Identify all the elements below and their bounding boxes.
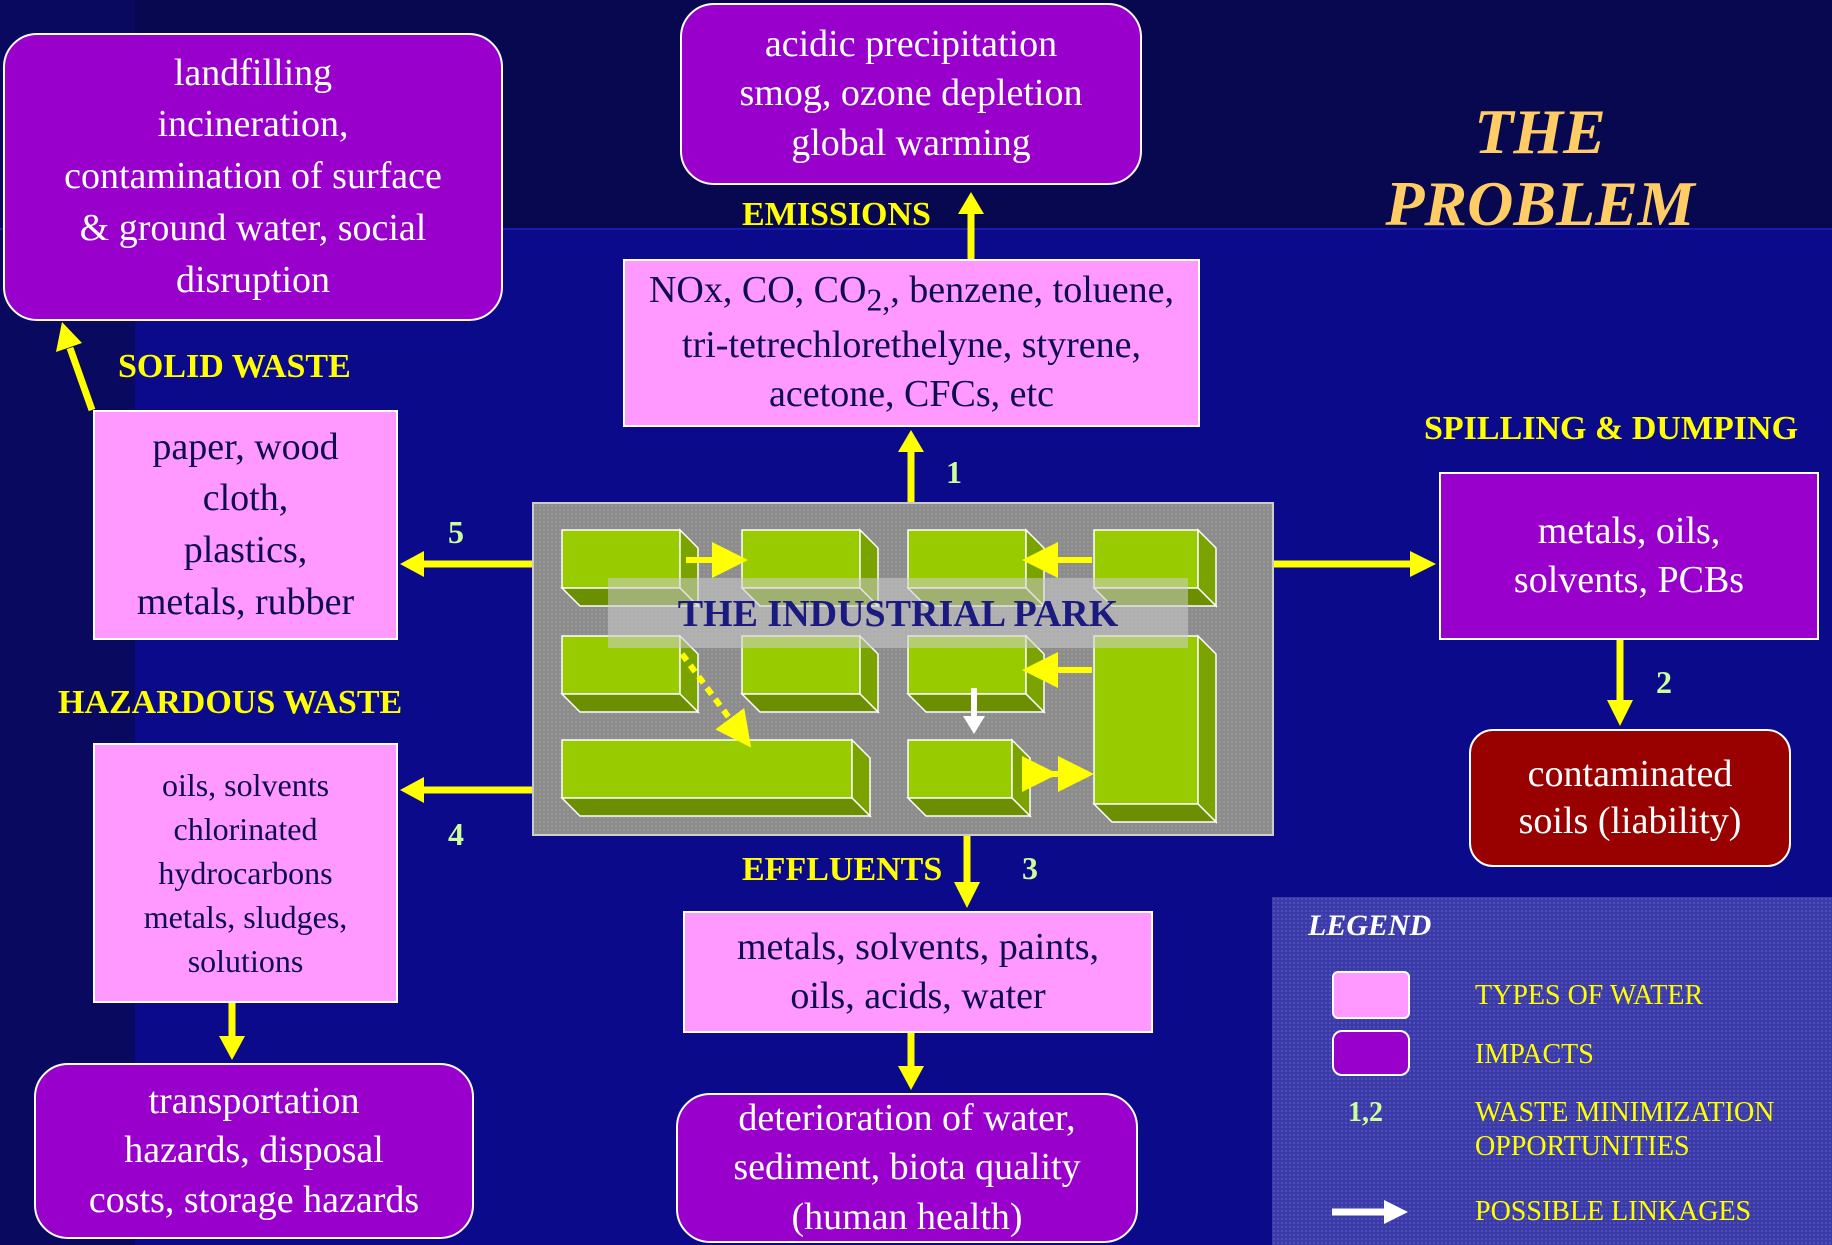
arrow-head-spilling: [1410, 551, 1436, 577]
park-label-band: [608, 578, 1188, 648]
legend-linkages-label: POSSIBLE LINKAGES: [1475, 1196, 1752, 1227]
arrow-head-effluents-impacts: [898, 1066, 924, 1090]
building-8: [560, 738, 872, 818]
slide-title: THE PROBLEM: [1385, 96, 1695, 240]
effluents-label: EFFLUENTS: [742, 851, 943, 888]
building-5: [560, 634, 700, 714]
legend-impacts-swatch: [1332, 1030, 1410, 1076]
park-linkage-dotted: [679, 652, 752, 748]
effluents-impacts-box: deterioration of water, sediment, biota …: [676, 1093, 1138, 1243]
hazardous-waste-impacts-text: transportation hazards, disposal costs, …: [88, 1079, 420, 1221]
legend-opportunities-label: WASTE MINIMIZATION OPPORTUNITIES: [1475, 1097, 1775, 1162]
hazardous-waste-types-box: oils, solvents chlorinated hydrocarbons …: [93, 743, 398, 1003]
legend-opportunities-marker: 1,2: [1348, 1097, 1383, 1128]
emissions-impacts-text: acidic precipitation smog, ozone depleti…: [739, 22, 1083, 164]
hazardous-waste-opportunity-number: 4: [448, 816, 464, 852]
contaminated-soils-text: contaminated soils (liability): [1518, 752, 1742, 843]
emissions-label: EMISSIONS: [742, 196, 931, 233]
building-9: [906, 738, 1032, 818]
hazardous-waste-label: HAZARDOUS WASTE: [58, 684, 403, 721]
arrow-head-hazardous-waste: [400, 777, 424, 803]
spilling-opportunity-number: 2: [1656, 664, 1672, 700]
arrow-head-hazardous-impacts: [219, 1036, 245, 1060]
legend-types-swatch: [1332, 971, 1410, 1019]
effluents-types-text: metals, solvents, paints, oils, acids, w…: [736, 925, 1100, 1017]
industrial-park-drawing: THE INDUSTRIAL PARK: [560, 528, 1218, 824]
effluents-types-box: metals, solvents, paints, oils, acids, w…: [683, 911, 1153, 1033]
legend-types-label: TYPES OF WATER: [1475, 980, 1704, 1011]
solid-waste-types-text: paper, wood cloth, plastics, metals, rub…: [136, 425, 355, 623]
building-6: [740, 634, 880, 714]
solid-waste-impacts-box: landfilling incineration, contamination …: [3, 33, 503, 321]
legend: LEGEND TYPES OF WATER IMPACTS 1,2 WASTE …: [1272, 897, 1832, 1245]
emissions-impacts-box: acidic precipitation smog, ozone depleti…: [680, 3, 1142, 185]
emissions-opportunity-number: 1: [946, 454, 962, 490]
legend-impacts-label: IMPACTS: [1475, 1039, 1594, 1070]
building-10: [1092, 634, 1218, 824]
hazardous-waste-impacts-box: transportation hazards, disposal costs, …: [34, 1063, 474, 1239]
solid-waste-opportunity-number: 5: [448, 514, 464, 550]
emissions-types-text: NOx, CO, CO2,, benzene, toluene, tri-tet…: [648, 269, 1175, 416]
spilling-types-box: metals, oils, solvents, PCBs: [1439, 472, 1819, 640]
contaminated-soils-box: contaminated soils (liability): [1469, 729, 1791, 867]
park-label: THE INDUSTRIAL PARK: [678, 593, 1119, 635]
arrow-head-park-emissions: [898, 430, 924, 452]
hazardous-waste-types-text: oils, solvents chlorinated hydrocarbons …: [143, 766, 348, 980]
arrow-head-soils: [1607, 700, 1633, 726]
arrow-head-solid-waste: [400, 551, 424, 577]
industrial-park: THE INDUSTRIAL PARK: [532, 502, 1274, 836]
spilling-types-text: metals, oils, solvents, PCBs: [1513, 509, 1745, 601]
solid-waste-types-box: paper, wood cloth, plastics, metals, rub…: [93, 410, 398, 640]
arrow-head-effluents: [954, 882, 980, 908]
spilling-label: SPILLING & DUMPING: [1424, 410, 1799, 447]
header-divider: [0, 228, 1832, 230]
effluents-impacts-text: deterioration of water, sediment, biota …: [733, 1096, 1081, 1238]
legend-title: LEGEND: [1308, 909, 1432, 942]
emissions-types-box: NOx, CO, CO2,, benzene, toluene, tri-tet…: [623, 259, 1200, 427]
park-linkage-white-head: [963, 716, 985, 734]
solid-waste-impacts-text: landfilling incineration, contamination …: [64, 51, 442, 301]
effluents-opportunity-number: 3: [1022, 850, 1038, 886]
legend-linkage-arrow-icon: [1332, 1200, 1408, 1224]
solid-waste-label: SOLID WASTE: [118, 348, 351, 385]
